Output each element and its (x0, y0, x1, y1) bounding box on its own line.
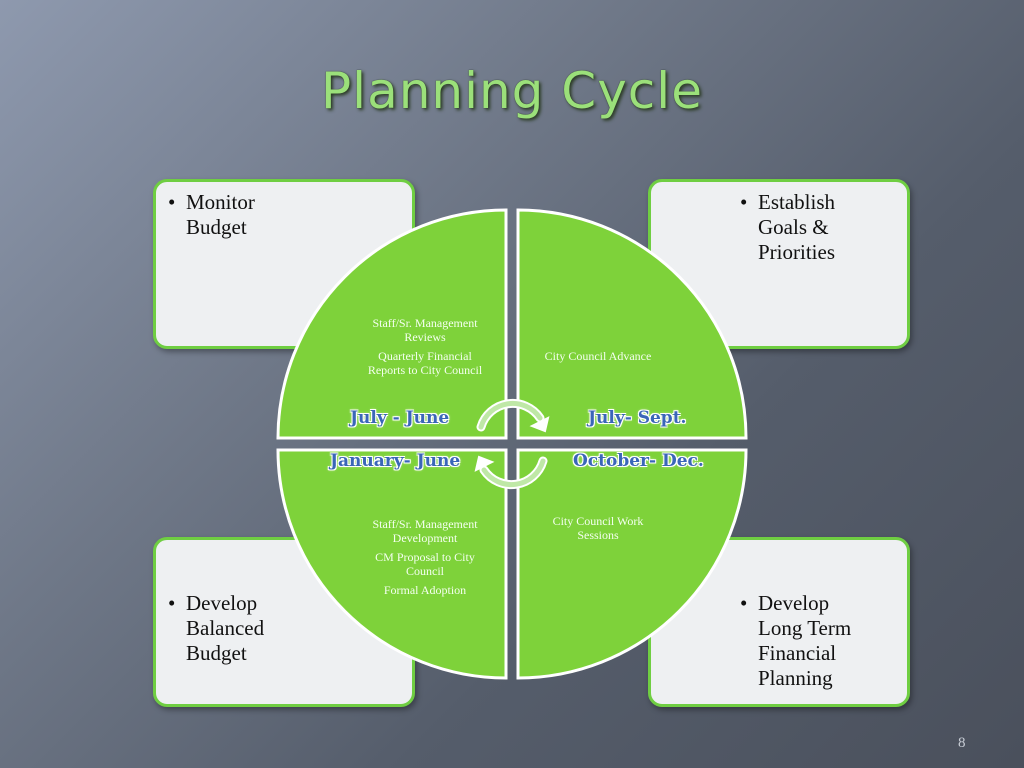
period-january-june: January- June (330, 451, 461, 471)
bullet-establish-goals: Establish Goals & Priorities (740, 190, 870, 265)
period-july-sept: July- Sept. (588, 408, 687, 428)
quadrant-bottom-left (276, 448, 508, 680)
note-council-advance: City Council Advance (544, 349, 652, 363)
note-staff-development: Staff/Sr. Management Development (372, 517, 478, 545)
circular-arrows-icon (474, 398, 550, 490)
period-october-dec: October- Dec. (573, 451, 704, 471)
quadrant-top-right (516, 208, 748, 440)
note-cm-proposal: CM Proposal to City Council (375, 550, 475, 578)
note-work-sessions: City Council Work Sessions (552, 514, 644, 542)
note-formal-adoption: Formal Adoption (383, 583, 467, 597)
bullet-monitor-budget: Monitor Budget (168, 190, 298, 240)
slide-title: Planning Cycle (321, 62, 703, 120)
bullet-develop-balanced-budget: Develop Balanced Budget (168, 591, 298, 666)
quadrant-top-left (276, 208, 508, 440)
note-quarterly-reports: Quarterly Financial Reports to City Coun… (367, 349, 483, 377)
page-number: 8 (958, 735, 966, 751)
period-july-june: July - June (350, 408, 450, 428)
quadrant-bottom-right (516, 448, 748, 680)
note-staff-reviews: Staff/Sr. Management Reviews (372, 316, 478, 344)
bullet-develop-long-term-planning: Develop Long Term Financial Planning (740, 591, 870, 691)
